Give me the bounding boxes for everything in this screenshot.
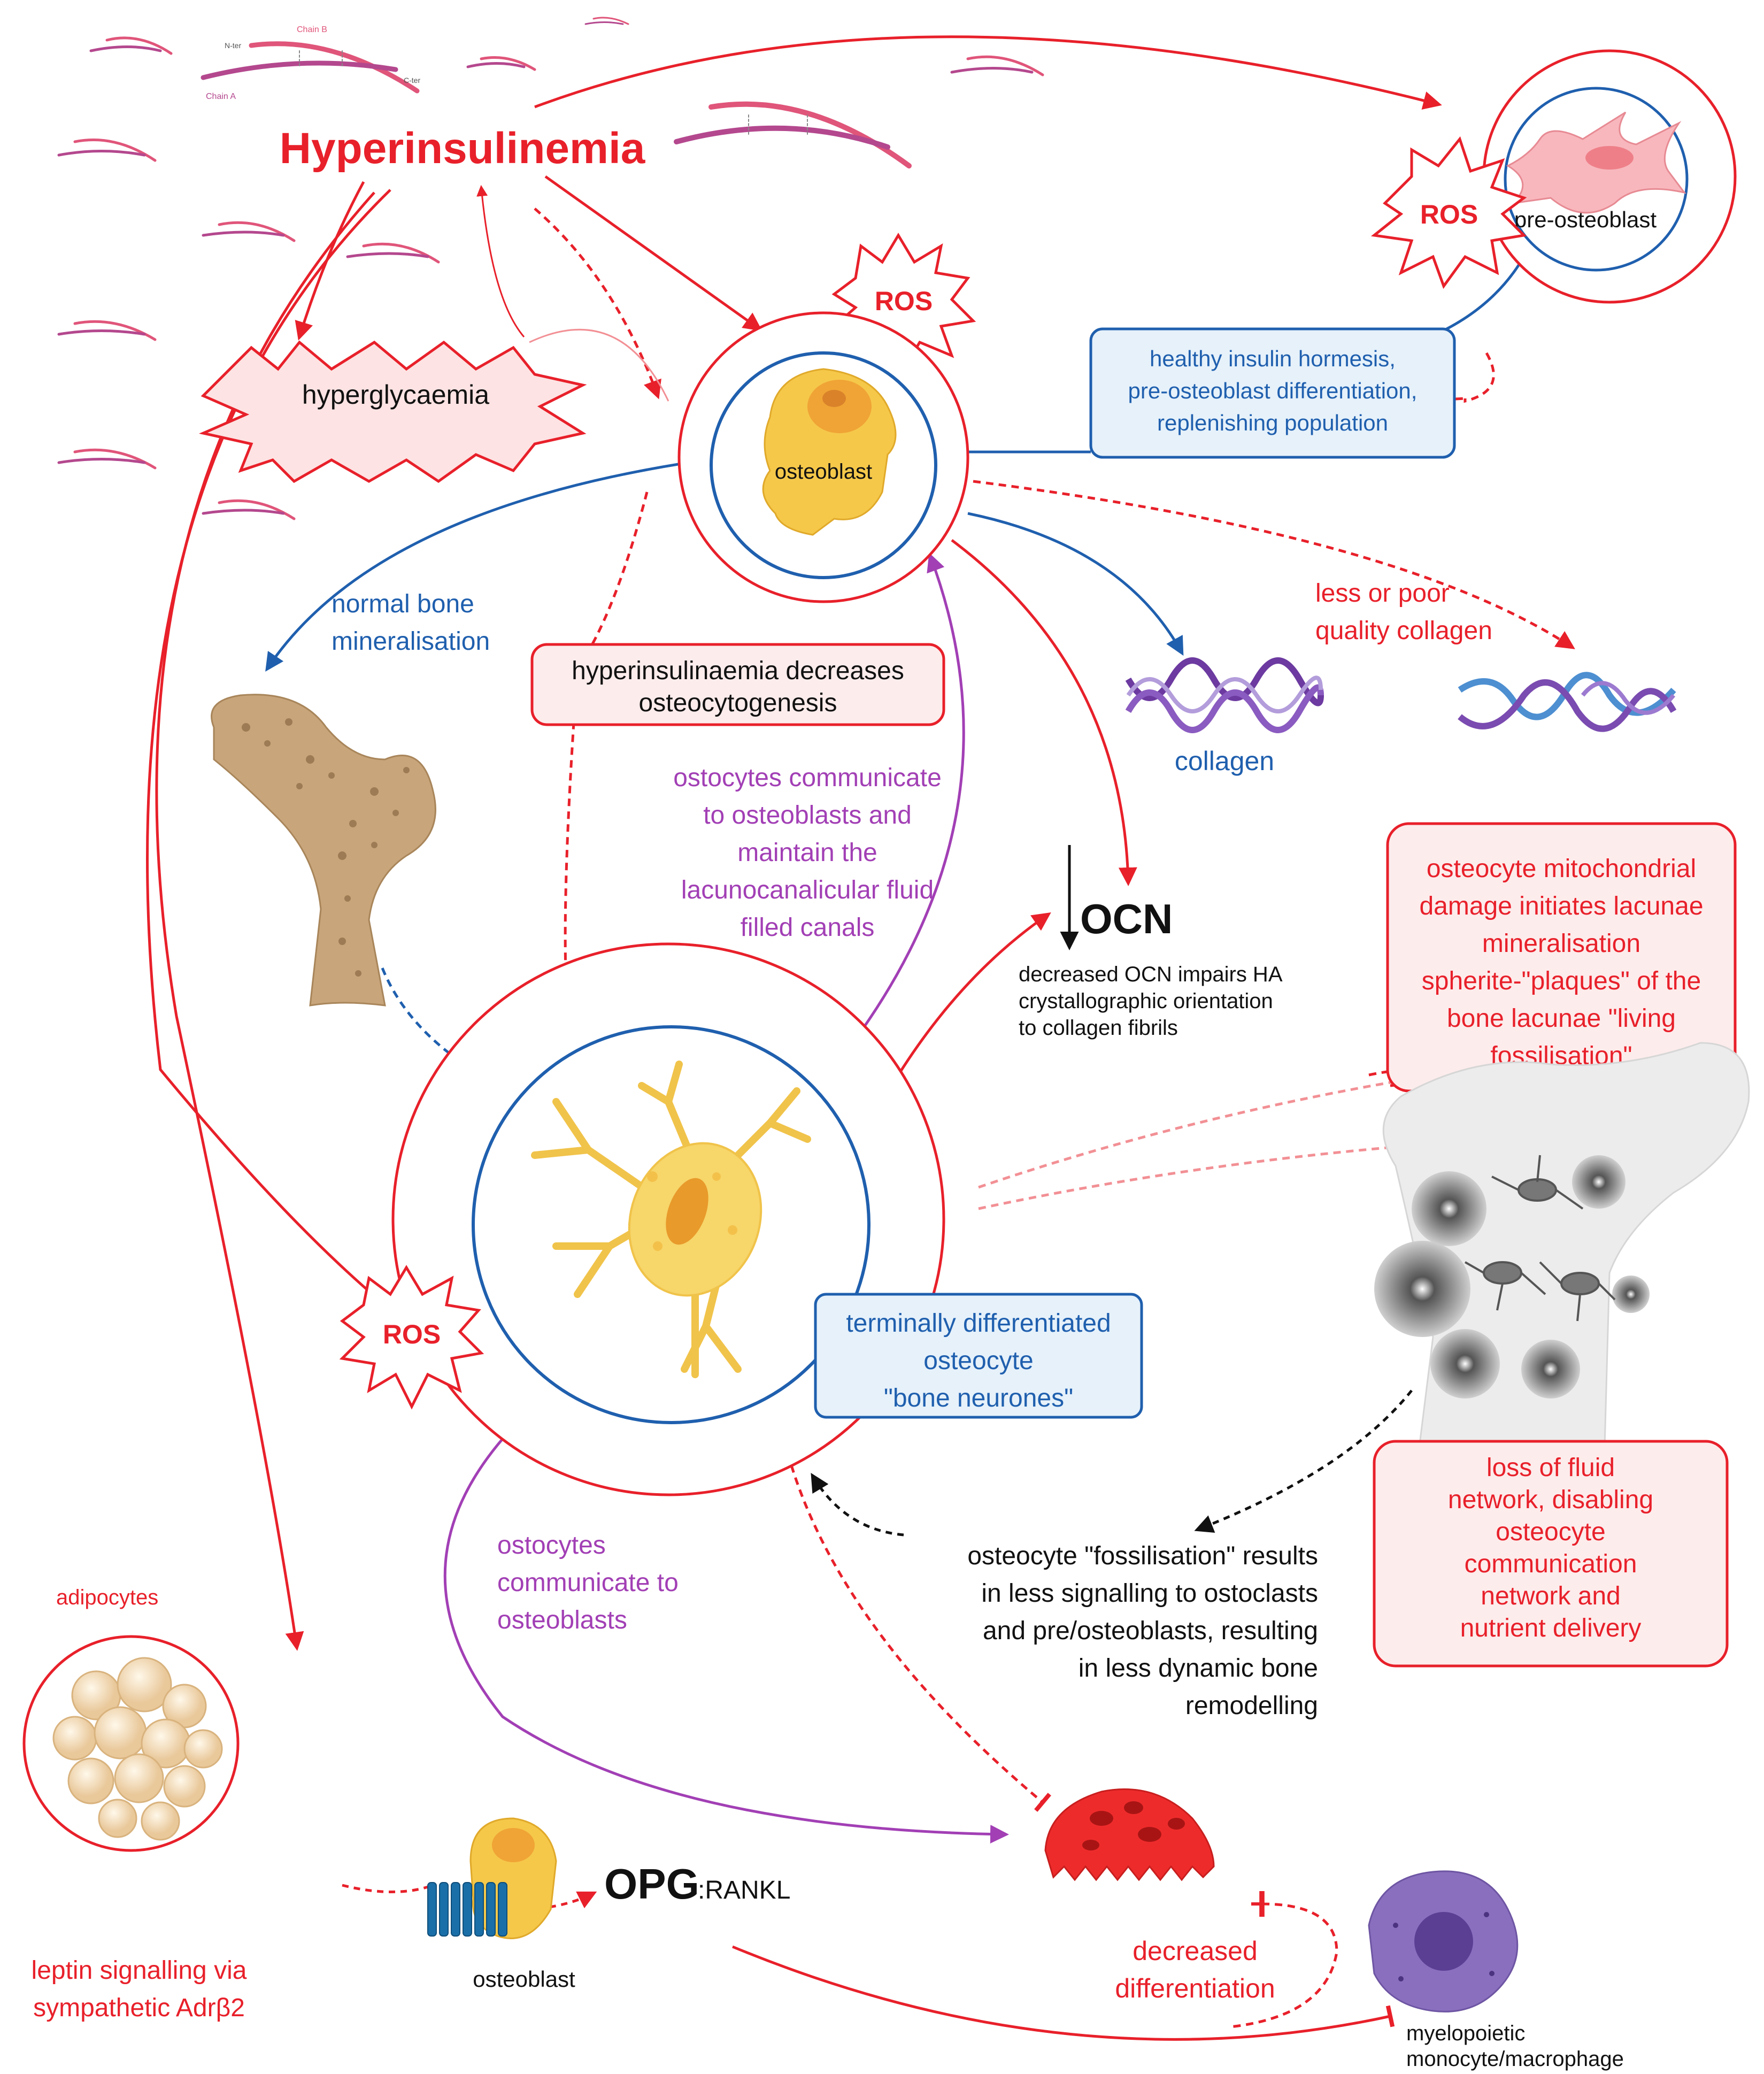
spherite-plaques <box>1374 1155 1650 1399</box>
decreased-differentiation-text: decreased differentiation <box>1115 1936 1275 2003</box>
hyperinsulinaemia-line-2: osteocytogenesis <box>639 689 837 717</box>
less-collagen-line-1: less or poor <box>1315 579 1450 608</box>
svg-text:mineralisation: mineralisation <box>1482 930 1640 958</box>
ocn-group: OCN decreased OCN impairs HA crystallogr… <box>1019 845 1283 1040</box>
svg-text:maintain the: maintain the <box>737 839 877 867</box>
collagen-label: collagen <box>1175 746 1274 776</box>
fossilisation-text: osteocyte "fossilisation" results in les… <box>967 1542 1318 1720</box>
chain-a-label: Chain A <box>206 92 236 101</box>
ros-burst-preosteoblast: ROS <box>1370 136 1527 289</box>
osteocyte-cell <box>391 942 945 1496</box>
svg-text:in less signalling to ostoclas: in less signalling to ostoclasts <box>981 1579 1318 1608</box>
svg-text:and pre/osteoblasts, resulting: and pre/osteoblasts, resulting <box>983 1617 1318 1645</box>
svg-text:lacunocanalicular fluid: lacunocanalicular fluid <box>681 876 934 904</box>
svg-text:decreased: decreased <box>1133 1936 1258 1966</box>
osteoblast-bottom-label: osteoblast <box>473 1967 575 1992</box>
less-collagen-line-2: quality collagen <box>1315 617 1492 645</box>
rankl-label: :RANKL <box>698 1876 790 1904</box>
ros-label-2: ROS <box>875 286 933 316</box>
svg-text:monocyte/macrophage: monocyte/macrophage <box>1406 2047 1624 2071</box>
svg-text:differentiation: differentiation <box>1115 1973 1275 2003</box>
svg-text:nutrient delivery: nutrient delivery <box>1460 1614 1642 1642</box>
adipocytes-label: adipocytes <box>56 1586 158 1609</box>
svg-text:loss of fluid: loss of fluid <box>1486 1454 1615 1482</box>
svg-text:myelopoietic: myelopoietic <box>1406 2022 1525 2045</box>
ros-label-1: ROS <box>1420 199 1478 229</box>
svg-text:damage initiates lacunae: damage initiates lacunae <box>1419 892 1703 920</box>
ros-burst-osteocyte: ROS <box>339 1265 484 1410</box>
svg-text:osteocyte mitochondrial: osteocyte mitochondrial <box>1427 855 1696 883</box>
osteoblast-cell: osteoblast <box>677 311 969 603</box>
svg-text:sympathetic Adrβ2: sympathetic Adrβ2 <box>33 1994 245 2022</box>
svg-text:ostocytes communicate: ostocytes communicate <box>673 764 942 792</box>
svg-text:ostocytes: ostocytes <box>497 1531 606 1560</box>
ros-label-3: ROS <box>383 1319 441 1349</box>
c-ter-label: C-ter <box>404 76 420 85</box>
page-title: Hyperinsulinemia <box>280 124 646 173</box>
healthy-insulin-line-3: replenishing population <box>1157 410 1388 435</box>
normal-bone-line-1: normal bone <box>332 590 474 618</box>
fossil-osteocytes <box>1465 1155 1616 1322</box>
svg-text:network and: network and <box>1481 1582 1621 1610</box>
pre-osteoblast-label: pre-osteoblast <box>1514 207 1657 232</box>
insulin-molecule-center <box>674 101 912 168</box>
femur-bone <box>211 694 436 1007</box>
svg-text:terminally differentiated: terminally differentiated <box>846 1309 1111 1338</box>
ocn-text-2: crystallographic orientation <box>1019 989 1273 1013</box>
mitochondrial-damage-box: osteocyte mitochondrial damage initiates… <box>1386 822 1737 1093</box>
healthy-insulin-line-1: healthy insulin hormesis, <box>1150 346 1396 371</box>
svg-text:osteocyte "fossilisation" resu: osteocyte "fossilisation" results <box>967 1542 1318 1570</box>
loss-fluid-box: loss of fluid network, disabling osteocy… <box>1373 1440 1729 1668</box>
hyperinsulinaemia-box: hyperinsulinaemia decreases osteocytogen… <box>530 643 945 726</box>
fossilised-bone <box>1374 1042 1750 1466</box>
insulin-molecules-small <box>57 17 1044 520</box>
leptin-text: leptin signalling via sympathetic Adrβ2 <box>32 1956 247 2022</box>
collagen-fibril <box>1125 657 1324 733</box>
svg-text:network, disabling: network, disabling <box>1448 1486 1653 1514</box>
insulin-molecule-large: Chain B Chain A N-ter C-ter <box>201 25 420 101</box>
svg-text:"bone neurones": "bone neurones" <box>884 1384 1073 1412</box>
svg-text:leptin signalling via: leptin signalling via <box>32 1956 247 1985</box>
pre-osteoblast-cell: pre-osteoblast <box>1482 49 1737 304</box>
svg-text:osteocyte: osteocyte <box>923 1347 1033 1375</box>
osteocytes-communicate-top: ostocytes communicate to osteoblasts and… <box>673 764 942 942</box>
opg-label: OPG <box>604 1860 699 1908</box>
hyperinsulinaemia-line-1: hyperinsulinaemia decreases <box>572 657 904 685</box>
healthy-insulin-box: healthy insulin hormesis, pre-osteoblast… <box>1089 327 1456 459</box>
chain-b-label: Chain B <box>297 25 327 34</box>
svg-text:osteocyte: osteocyte <box>1496 1518 1605 1546</box>
svg-text:communication: communication <box>1465 1550 1637 1578</box>
n-ter-label: N-ter <box>225 41 241 50</box>
osteoblast-receptor <box>427 1817 557 1939</box>
osteoclast-cell <box>1044 1788 1215 1881</box>
myelopoietic-text: myelopoietic monocyte/macrophage <box>1406 2022 1624 2071</box>
poor-collagen-fibril <box>1458 672 1677 732</box>
ocn-text-1: decreased OCN impairs HA <box>1019 963 1283 986</box>
hyperglycaemia-label: hyperglycaemia <box>302 380 489 410</box>
osteocytes-communicate-bottom: ostocytes communicate to osteoblasts <box>497 1531 679 1634</box>
svg-text:bone lacunae "living: bone lacunae "living <box>1447 1004 1676 1033</box>
svg-text:to osteoblasts and: to osteoblasts and <box>703 801 912 829</box>
adipocyte-cluster <box>22 1635 240 1852</box>
normal-bone-line-2: mineralisation <box>332 627 490 656</box>
terminal-osteocyte-box: terminally differentiated osteocyte "bon… <box>814 1293 1143 1419</box>
svg-text:osteoblasts: osteoblasts <box>497 1606 627 1634</box>
svg-text:communicate to: communicate to <box>497 1569 679 1597</box>
ocn-label: OCN <box>1080 895 1173 942</box>
svg-text:remodelling: remodelling <box>1185 1692 1318 1720</box>
svg-text:filled canals: filled canals <box>741 913 875 942</box>
osteoblast-label: osteoblast <box>775 460 872 483</box>
macrophage-cell <box>1368 1870 1519 2012</box>
svg-text:spherite-"plaques" of the: spherite-"plaques" of the <box>1422 967 1701 995</box>
hyperglycaemia-burst: hyperglycaemia <box>198 340 587 483</box>
svg-text:in less dynamic bone: in less dynamic bone <box>1079 1654 1318 1683</box>
ocn-text-3: to collagen fibrils <box>1019 1016 1178 1040</box>
healthy-insulin-line-2: pre-osteoblast differentiation, <box>1128 378 1418 403</box>
